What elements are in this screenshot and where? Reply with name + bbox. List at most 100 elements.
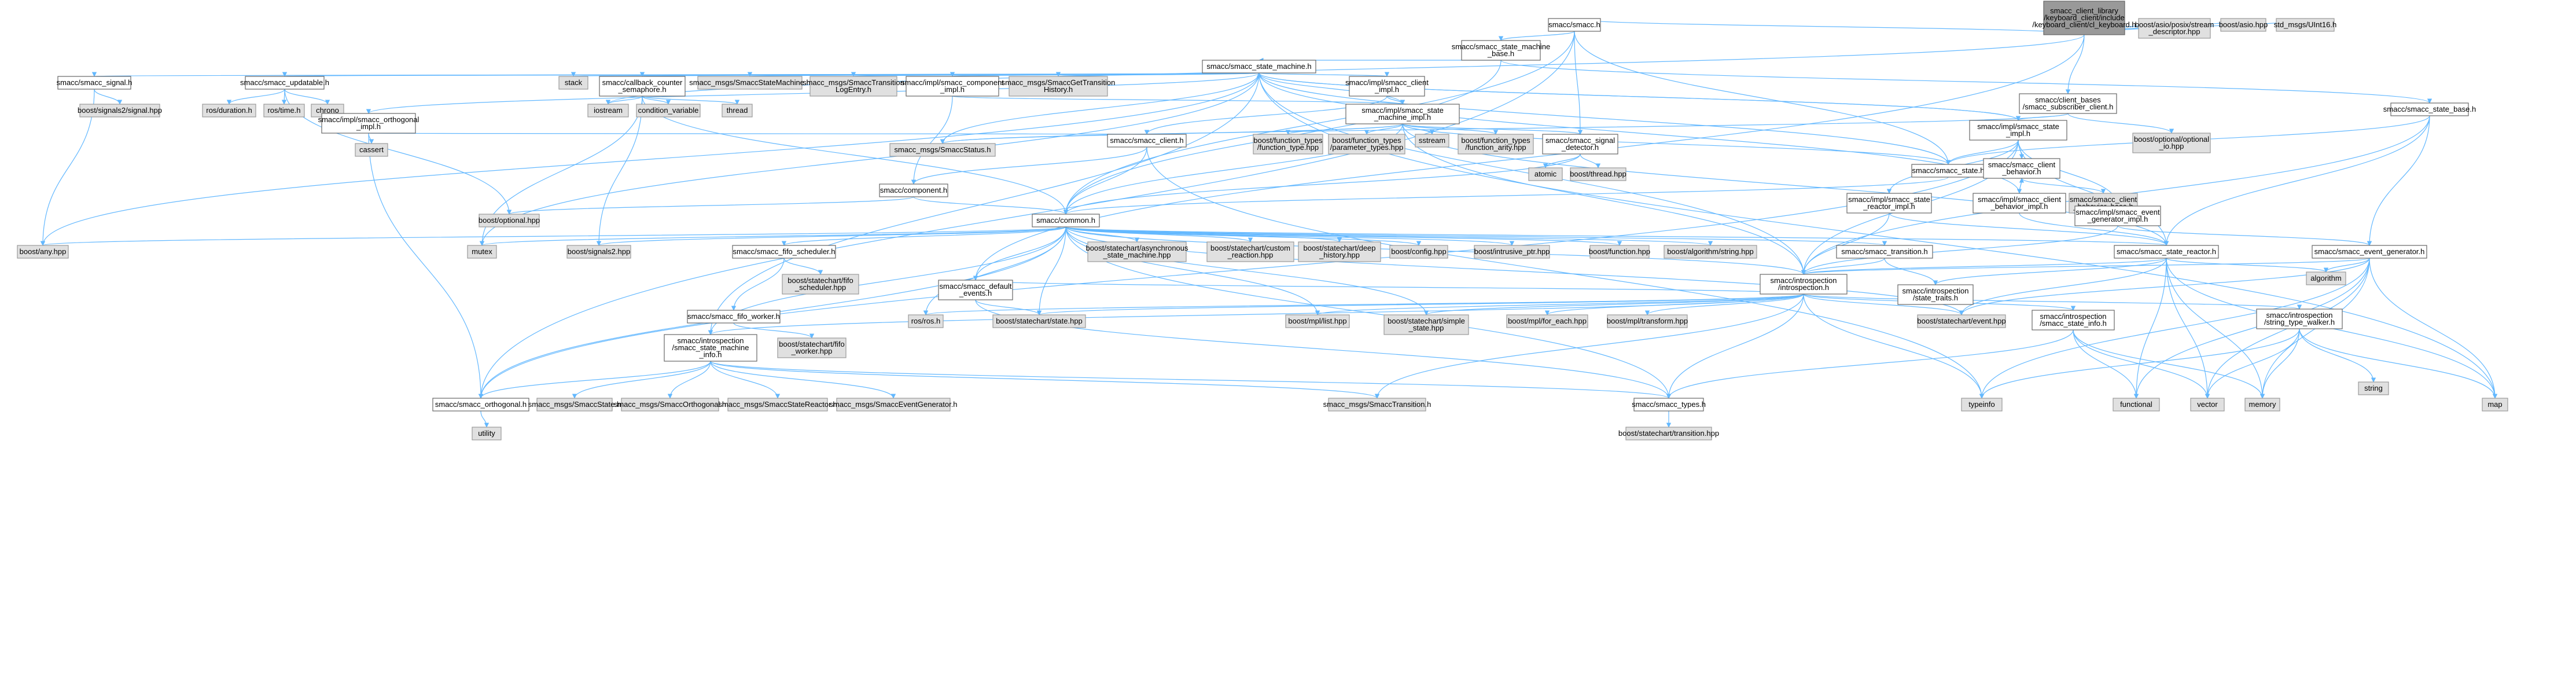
node-box: [1570, 167, 1626, 181]
node-box: [908, 314, 944, 328]
node-client-h[interactable]: smacc/smacc_client.h: [1107, 134, 1187, 148]
node-client-bases-sub[interactable]: smacc/client_bases/smacc_subscriber_clie…: [2019, 93, 2117, 114]
node-types-h[interactable]: smacc/smacc_types.h: [1632, 398, 1706, 412]
node-impl-reactor-impl[interactable]: smacc/impl/smacc_state_reactor_impl.h: [1846, 193, 1932, 214]
edge-impl-orth-to-client-h: [368, 130, 1147, 135]
node-type-walker[interactable]: smacc/introspection/string_type_walker.h: [2256, 309, 2343, 329]
node-label: smacc/common.h: [1036, 216, 1095, 225]
node-label: smacc_client_library: [2050, 6, 2118, 15]
node-label: ros/ros.h: [911, 317, 941, 325]
edge-state-reactor-to-state-traits: [1933, 258, 2167, 285]
node-smacc-h[interactable]: smacc/smacc.h: [1548, 18, 1601, 32]
node-introspection[interactable]: smacc/introspection/introspection.h: [1760, 274, 1848, 295]
node-box: [1087, 241, 1187, 262]
node-box: [2132, 133, 2211, 153]
edge-state-reactor-to-introspection: [1801, 258, 2167, 275]
node-box: [1961, 398, 2003, 412]
node-box: [1542, 134, 1618, 155]
node-state-traits[interactable]: smacc/introspection/state_traits.h: [1897, 284, 1974, 305]
node-signal-h[interactable]: smacc/smacc_signal.h: [57, 76, 133, 90]
node-label: boost/any.hpp: [20, 247, 67, 256]
node-box: [2190, 398, 2225, 412]
node-impl-evgen-impl[interactable]: smacc/impl/smacc_event_generator_impl.h: [2074, 205, 2161, 226]
edge-sm-info-to-msg-reactor: [710, 361, 781, 399]
node-impl-client[interactable]: smacc/impl/smacc_client_impl.h: [1345, 76, 1429, 97]
edge-introspection-to-mpl-transform: [1644, 293, 1804, 315]
node-event-gen[interactable]: smacc/smacc_event_generator.h: [2312, 245, 2427, 259]
node-box: [1345, 104, 1460, 124]
node-box: [321, 113, 416, 134]
node-state-base[interactable]: smacc/smacc_state_base.h: [2383, 102, 2476, 116]
node-box: [2074, 205, 2161, 226]
node-state-h[interactable]: smacc/smacc_state.h: [1911, 164, 1985, 178]
node-label: smacc/smacc.h: [1548, 20, 1600, 29]
node-label: boost/algorithm/string.hpp: [1667, 247, 1754, 256]
node-label: /keyboard_client/include: [2044, 13, 2124, 22]
node-atomic: atomic: [1528, 167, 1563, 181]
node-box: [889, 143, 996, 157]
edge-transition-h-to-introspection: [1801, 258, 1885, 275]
node-algorithm: algorithm: [2306, 271, 2346, 285]
node-label: cassert: [359, 145, 384, 154]
node-impl-orth[interactable]: smacc/impl/smacc_orthogonal_impl.h: [318, 113, 419, 134]
node-impl-cb-impl[interactable]: smacc/impl/smacc_client_behavior_impl.h: [1973, 193, 2066, 214]
node-label: algorithm: [2310, 274, 2341, 282]
node-box: [2358, 381, 2389, 395]
node-box: [1625, 427, 1712, 440]
node-label: smacc/impl/smacc_client: [1978, 195, 2061, 204]
node-sc-deep: boost/statechart/deep_history.hpp: [1298, 241, 1381, 262]
edge-root-to-smacc-h: [1572, 18, 2085, 35]
node-box: [263, 104, 305, 117]
node-impl-state-impl[interactable]: smacc/impl/smacc_state_impl.h: [1969, 120, 2067, 141]
node-impl-sm-impl[interactable]: smacc/impl/smacc_state_machine_impl.h: [1345, 104, 1460, 124]
node-box: [1009, 76, 1108, 97]
node-box: [1389, 245, 1448, 259]
node-fifo-worker[interactable]: smacc/smacc_fifo_worker.h: [687, 310, 781, 324]
node-label: smacc/introspection: [678, 336, 744, 345]
edge-sm-h-to-msg-gettrans: [1056, 72, 1260, 77]
node-default-events[interactable]: smacc/smacc_default_events.h: [938, 280, 1013, 300]
node-callback-sem[interactable]: smacc/callback_counter_semaphore.h: [599, 76, 686, 97]
node-label: _semaphore.h: [617, 85, 666, 94]
edge-orthogonal-h-to-utility: [480, 410, 490, 428]
edge-sm-info-to-msg-state: [572, 361, 711, 399]
node-label: /parameter_types.hpp: [1330, 143, 1403, 152]
node-common-h[interactable]: smacc/common.h: [1032, 214, 1100, 227]
node-component-h[interactable]: smacc/component.h: [879, 183, 948, 197]
node-label: smacc/client_bases: [2035, 96, 2101, 104]
edge-event-gen-to-map: [2369, 258, 2498, 399]
node-sm-info[interactable]: smacc/introspection/smacc_state_machine_…: [664, 334, 757, 362]
node-box: [1461, 40, 1541, 61]
node-box: [2256, 309, 2343, 329]
node-box: [1415, 134, 1449, 148]
node-sm-base[interactable]: smacc/smacc_state_machine_base.h: [1452, 40, 1551, 61]
edge-signal-h-to-signals2-signal: [94, 89, 123, 105]
node-fifo-sched[interactable]: smacc/smacc_fifo_scheduler.h: [732, 245, 836, 259]
node-sig-detector[interactable]: smacc/smacc_signal_detector.h: [1542, 134, 1618, 155]
node-label: boost/intrusive_ptr.hpp: [1474, 247, 1550, 256]
edge-common-h-to-ros-h: [923, 226, 1066, 315]
edge-state-info-to-functional: [2073, 329, 2139, 399]
node-impl-component[interactable]: smacc/impl/smacc_component_impl.h: [901, 76, 1004, 97]
node-orthogonal-h[interactable]: smacc/smacc_orthogonal.h: [432, 398, 529, 412]
edge-sm-info-to-types-h: [710, 361, 1671, 399]
edge-sig-detector-to-boost-thread: [1580, 153, 1601, 168]
edge-impl-state-impl-to-state-h: [1945, 139, 2019, 165]
node-state-info[interactable]: smacc/introspection/smacc_state_info.h: [2032, 310, 2115, 331]
node-client-behavior[interactable]: smacc/smacc_client_behavior.h: [1983, 158, 2060, 179]
edge-sig-detector-to-common-h: [1063, 153, 1581, 215]
node-state-reactor[interactable]: smacc/smacc_state_reactor.h: [2114, 245, 2219, 259]
node-sm-h[interactable]: smacc/smacc_state_machine.h: [1202, 60, 1316, 74]
node-transition-h[interactable]: smacc/smacc_transition.h: [1836, 245, 1933, 259]
edge-introspection-to-sm-info: [708, 293, 1804, 335]
edge-client-bases-sub-to-opt-io: [2067, 113, 2174, 134]
node-fn-type: boost/function_types/function_type.hpp: [1253, 134, 1323, 155]
node-box: [906, 76, 999, 97]
node-updatable-h[interactable]: smacc/smacc_updatable.h: [240, 76, 329, 90]
node-label: smacc_msgs/SmaccStateReactor.h: [718, 400, 837, 409]
node-box: [1983, 158, 2060, 179]
node-functional: functional: [2113, 398, 2160, 412]
node-string: string: [2358, 381, 2389, 395]
